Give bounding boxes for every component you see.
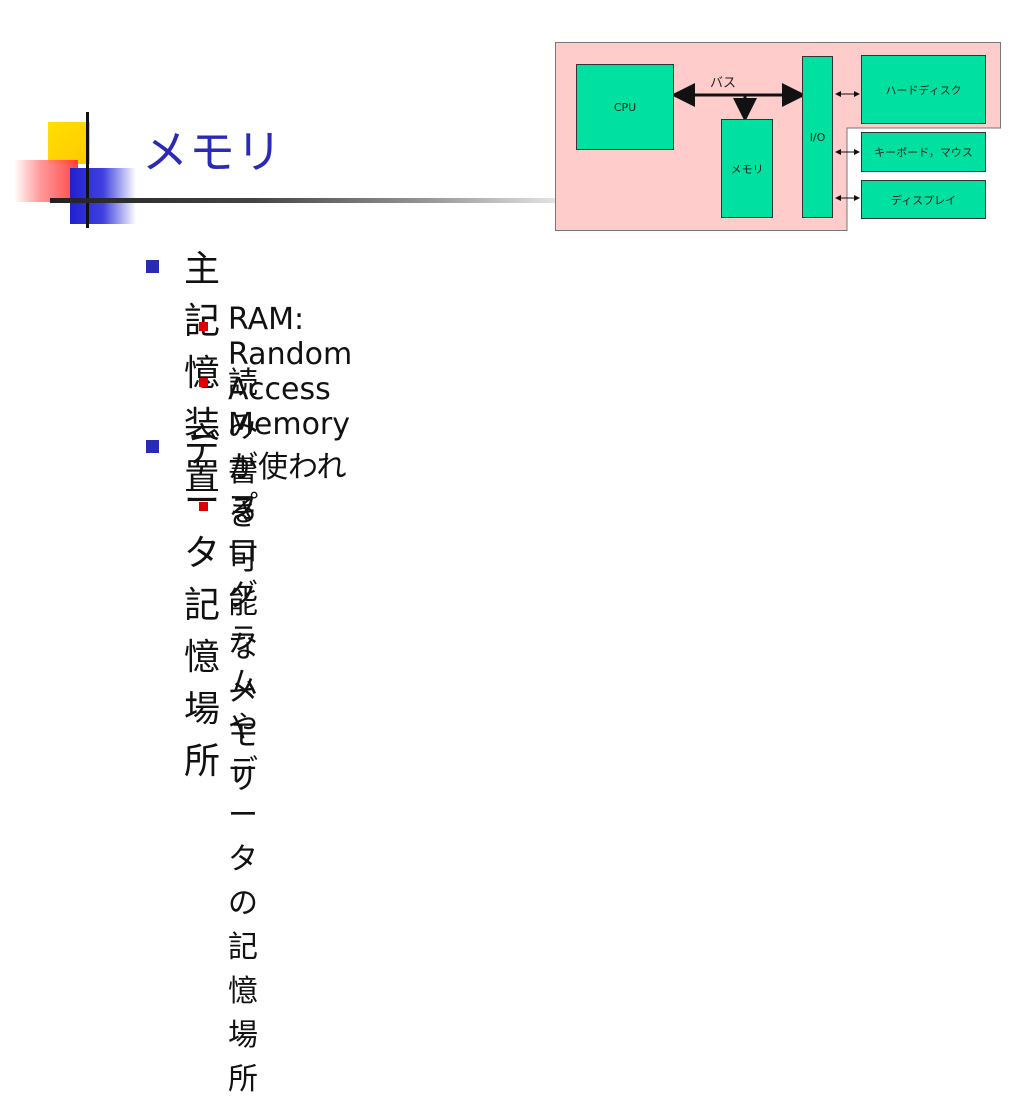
sub-bullet-marker xyxy=(199,502,208,511)
sub-bullet-marker xyxy=(199,378,208,387)
slide-title: メモリ xyxy=(142,125,283,179)
decoration-red-square xyxy=(14,160,78,202)
sub-bullet-item: RAM: Random Access Memoryが使われる xyxy=(228,302,353,529)
cpu-label: CPU xyxy=(613,100,637,114)
io-label: I/O xyxy=(809,131,826,144)
slide: メモリ バス CPU xyxy=(14,42,1001,1097)
bullet-item: 主記憶装置 xyxy=(184,249,221,498)
sub-bullet-item: プログラムやデータの記憶場所 xyxy=(228,490,258,1097)
memory-label: メモリ xyxy=(730,162,764,176)
bus-label: バス xyxy=(710,76,737,91)
bullet-item: データ記憶場所 xyxy=(184,429,221,782)
bullet-marker xyxy=(146,260,159,273)
decoration-yellow-square xyxy=(48,122,90,164)
memory-box: メモリ xyxy=(721,119,773,218)
display-label: ディスプレイ xyxy=(890,193,957,207)
harddisk-label: ハードディスク xyxy=(885,83,962,97)
title-underline xyxy=(50,198,560,203)
cpu-box: CPU xyxy=(576,64,674,150)
io-box: I/O xyxy=(802,56,833,218)
keyboard-mouse-box: キーボード，マウス xyxy=(861,132,986,172)
architecture-diagram: バス CPU メモリ I/O ハードディスク キーボード，マウス ディスプレイ xyxy=(555,42,1001,232)
bullet-marker xyxy=(146,440,159,453)
keyboard-mouse-label: キーボード，マウス xyxy=(874,146,973,159)
decoration-blue-square xyxy=(70,168,136,224)
decoration-vertical-line xyxy=(86,112,89,228)
sub-bullet-marker xyxy=(199,322,208,331)
harddisk-box: ハードディスク xyxy=(861,55,986,124)
display-box: ディスプレイ xyxy=(861,180,986,219)
